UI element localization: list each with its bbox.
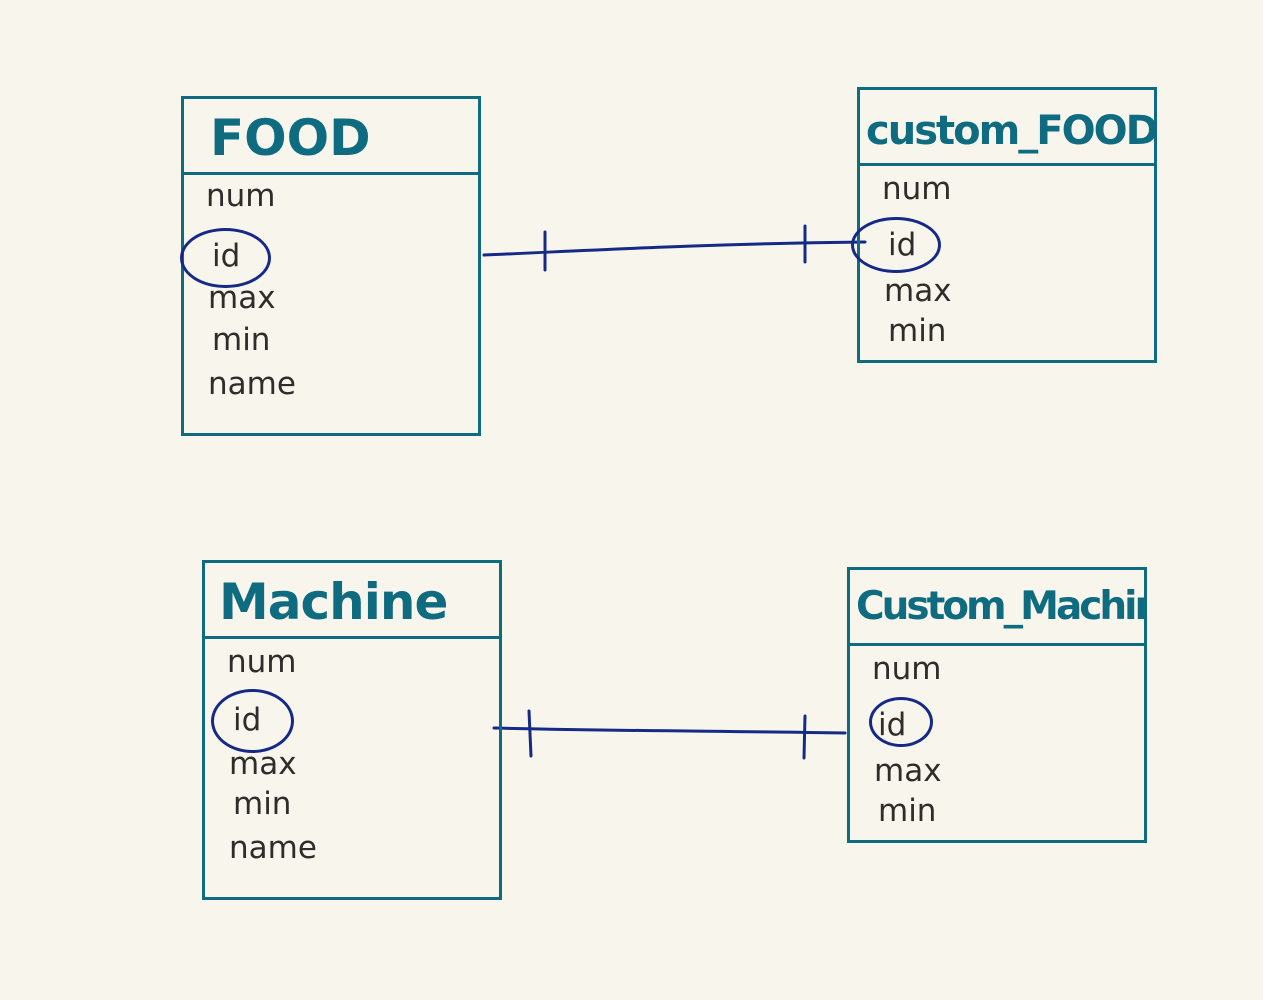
primary-key-circle <box>180 228 271 288</box>
cardinality-tick-one <box>802 714 807 760</box>
field-name: name <box>229 830 317 866</box>
field-num: num <box>227 644 297 680</box>
relationship-line <box>492 726 847 735</box>
primary-key-circle <box>211 689 294 753</box>
entity-custom-food[interactable]: custom_FOOD num id max min <box>851 87 1157 363</box>
cardinality-tick-one <box>527 709 533 758</box>
entity-title: custom_FOOD <box>860 90 1154 166</box>
field-id-primary-key: id <box>211 689 294 753</box>
primary-key-circle <box>869 697 933 747</box>
relationship-machine-custom-machine <box>492 709 847 760</box>
field-min: min <box>878 793 937 829</box>
field-num: num <box>206 178 276 214</box>
entity-machine[interactable]: Machine num id max min name <box>202 560 502 900</box>
entity-title: Custom_Machine <box>850 570 1144 646</box>
field-max: max <box>874 753 942 789</box>
field-max: max <box>229 746 297 782</box>
field-num: num <box>872 651 942 687</box>
field-min: min <box>233 786 292 822</box>
primary-key-circle <box>851 217 941 273</box>
field-min: min <box>212 322 271 358</box>
entity-title: Machine <box>205 563 499 639</box>
field-max: max <box>208 280 276 316</box>
field-id-primary-key: id <box>869 697 933 747</box>
field-id-primary-key: id <box>851 217 941 273</box>
entity-title: FOOD <box>184 99 478 175</box>
field-id-primary-key: id <box>180 228 271 288</box>
relationship-food-custom-food <box>482 224 867 272</box>
field-num: num <box>882 171 952 207</box>
field-max: max <box>884 273 952 309</box>
field-min: min <box>888 313 947 349</box>
field-name: name <box>208 366 296 402</box>
entity-food[interactable]: FOOD num id max min name <box>180 96 481 436</box>
entity-custom-machine[interactable]: Custom_Machine num id max min <box>847 567 1147 843</box>
relationship-line <box>482 240 867 257</box>
